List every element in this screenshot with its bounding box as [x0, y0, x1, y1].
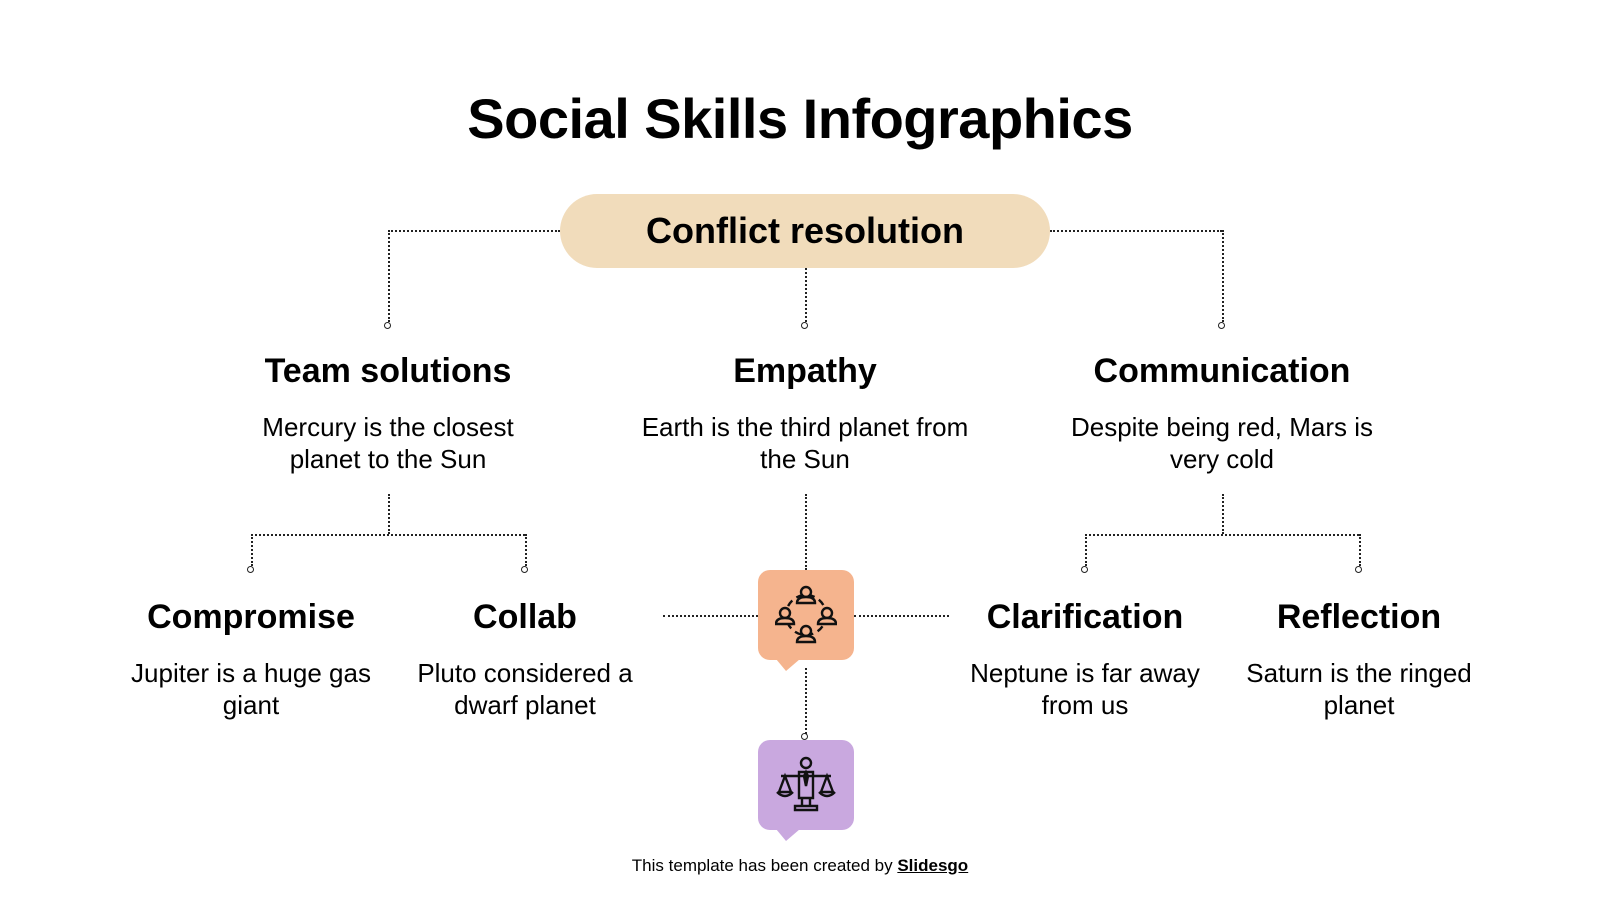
connector	[854, 615, 949, 617]
branch-title-team-solutions: Team solutions	[264, 352, 512, 390]
connector	[388, 494, 390, 534]
leaf-title-reflection: Reflection	[1276, 598, 1442, 636]
connector	[388, 230, 390, 322]
leaf-desc: Jupiter is a huge gas giant	[131, 658, 371, 720]
leaf-title-collab: Collab	[473, 598, 577, 636]
connector	[388, 230, 560, 232]
branch-desc: Earth is the third planet from the Sun	[641, 412, 969, 474]
connector-end	[801, 733, 808, 740]
connector-end	[521, 566, 528, 573]
connector-end	[247, 566, 254, 573]
connector	[805, 494, 807, 570]
root-node: Conflict resolution	[560, 194, 1050, 268]
slidesgo-link[interactable]: Slidesgo	[897, 856, 969, 875]
connector	[805, 268, 807, 322]
footer-text: This template has been created by	[631, 856, 898, 875]
connector	[1050, 230, 1222, 232]
connector-end	[1218, 322, 1225, 329]
branch-desc: Despite being red, Mars is very cold	[1070, 412, 1374, 474]
connector	[1085, 534, 1359, 536]
team-network-icon-bubble	[758, 570, 854, 660]
footer-credit: This template has been created by Slides…	[0, 856, 1600, 876]
leaf-desc: Pluto considered a dwarf planet	[417, 658, 633, 720]
connector-end	[384, 322, 391, 329]
bubble-tail	[776, 829, 800, 841]
leaf-title-compromise: Compromise	[147, 598, 355, 636]
connector	[1085, 534, 1087, 566]
leaf-desc: Saturn is the ringed planet	[1246, 658, 1472, 720]
connector	[805, 668, 807, 734]
team-network-icon	[775, 585, 837, 644]
connector	[251, 534, 253, 566]
branch-title-communication: Communication	[1093, 352, 1351, 390]
connector	[663, 615, 758, 617]
connector	[251, 534, 525, 536]
branch-title-empathy: Empathy	[733, 352, 877, 390]
page-title: Social Skills Infographics	[467, 87, 1133, 150]
branch-desc: Mercury is the closest planet to the Sun	[262, 412, 514, 474]
connector-end	[801, 322, 808, 329]
connector	[1222, 230, 1224, 322]
justice-scale-icon	[776, 756, 836, 812]
leaf-desc: Neptune is far away from us	[970, 658, 1200, 720]
justice-scale-icon-bubble	[758, 740, 854, 830]
leaf-title-clarification: Clarification	[986, 598, 1184, 636]
connector	[525, 534, 527, 566]
connector-end	[1081, 566, 1088, 573]
connector	[1222, 494, 1224, 534]
connector-end	[1355, 566, 1362, 573]
bubble-tail	[776, 659, 800, 671]
connector	[1359, 534, 1361, 566]
